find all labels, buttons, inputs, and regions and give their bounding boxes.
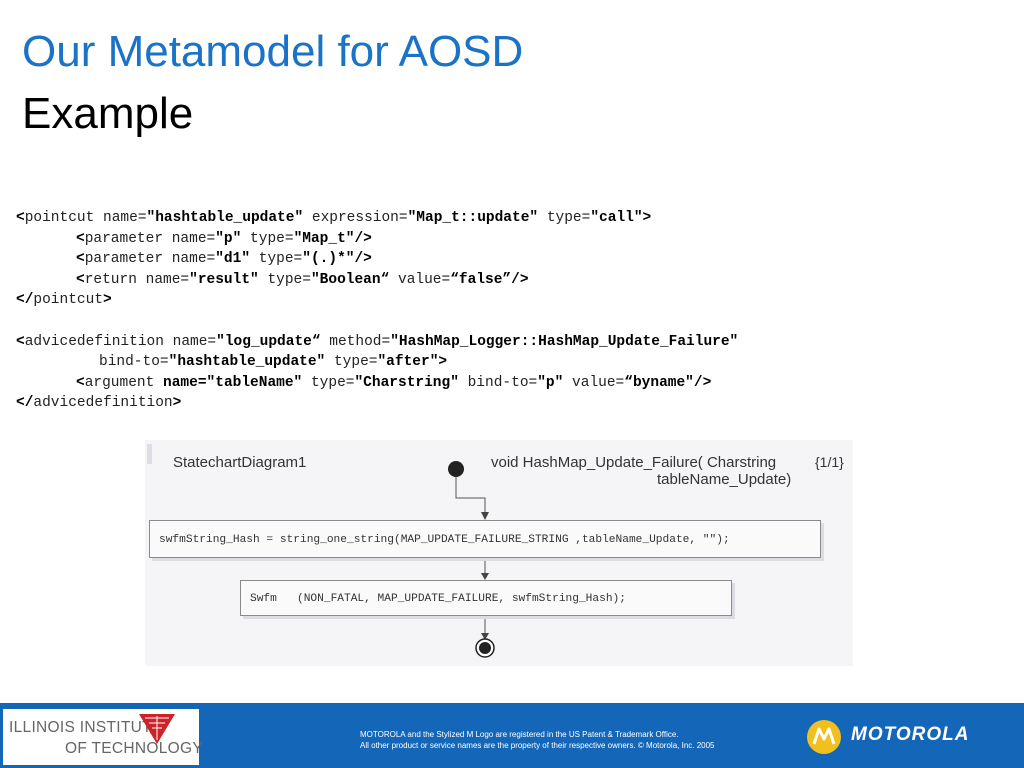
action-box-swfm: Swfm (NON_FATAL, MAP_UPDATE_FAILURE, swf…	[240, 580, 732, 616]
arrowhead	[481, 633, 489, 640]
code-token: "Map_t::update"	[407, 210, 539, 226]
code-token: argument	[84, 374, 164, 391]
code-token: "p"	[215, 230, 242, 247]
procedure-signature: void HashMap_Update_Failure( Charstring	[491, 454, 777, 471]
code-line: </pointcut>	[16, 290, 738, 311]
code-token: <	[76, 271, 85, 288]
code-token: “false”/>	[450, 271, 529, 288]
xml-code-block: <pointcut name="hashtable_update" expres…	[16, 208, 738, 414]
code-line: <parameter name="p" type="Map_t"/>	[16, 229, 738, 250]
slide-title: Our Metamodel for AOSD	[22, 27, 524, 76]
code-token: "result"	[189, 271, 259, 288]
arrowhead	[481, 512, 489, 520]
code-token: "Map_t"/>	[293, 230, 372, 247]
code-token: "Charstring"	[354, 374, 459, 391]
code-token: parameter name=	[84, 230, 216, 247]
motorola-m-icon	[807, 720, 841, 754]
code-token: type=	[250, 251, 303, 268]
iit-logo-text: OF TECHNOLOGY	[65, 740, 203, 757]
code-token: >	[172, 395, 182, 412]
procedure-signature-cont: tableName_Update)	[657, 471, 792, 488]
footer-bar: ILLINOIS INSTITUTE OF TECHNOLOGY MOTOROL…	[0, 703, 1024, 768]
code-token: <	[16, 210, 25, 226]
diagram-name: StatechartDiagram1	[173, 454, 307, 471]
code-token: pointcut	[33, 292, 104, 309]
code-token: “byname"/>	[624, 374, 712, 391]
arrowhead	[481, 573, 489, 580]
initial-state	[448, 461, 464, 477]
legal-line: MOTOROLA and the Stylized M Logo are reg…	[360, 730, 679, 739]
code-token: <	[76, 230, 85, 247]
code-token: type=	[302, 374, 355, 391]
code-token: expression=	[303, 210, 408, 226]
code-line: bind-to="hashtable_update" type="after">	[16, 352, 738, 373]
slide-subtitle: Example	[22, 89, 194, 138]
code-token: "call">	[590, 210, 652, 226]
code-token: "(.)*"/>	[302, 251, 372, 268]
legal-notice: MOTOROLA and the Stylized M Logo are reg…	[360, 730, 715, 751]
code-token: </	[16, 292, 34, 309]
code-line: <pointcut name="hashtable_update" expres…	[16, 208, 738, 229]
code-token: <	[76, 374, 85, 391]
code-token: "log_update“	[216, 333, 321, 350]
code-token: "hashtable_update"	[168, 354, 326, 371]
code-token: "after">	[377, 354, 448, 371]
code-token: >	[103, 292, 112, 309]
diagram-connectors	[448, 461, 495, 658]
legal-line: All other product or service names are t…	[360, 740, 715, 750]
code-token: <	[16, 333, 25, 350]
statechart-diagram: StatechartDiagram1 void HashMap_Update_F…	[145, 440, 853, 666]
code-token: bind-to=	[458, 374, 538, 391]
code-token: "Boolean“	[310, 271, 390, 288]
code-token: method=	[320, 333, 391, 350]
code-token: <	[76, 251, 85, 268]
page-indicator: {1/1}	[815, 454, 844, 470]
iit-shield-icon	[139, 714, 175, 744]
motorola-wordmark: MOTOROLA	[851, 724, 970, 745]
code-line: <advicedefinition name="log_update“ meth…	[16, 332, 738, 353]
code-token: "HashMap_Logger::HashMap_Update_Failure"	[390, 333, 739, 350]
final-state-core	[479, 642, 491, 654]
code-line: <return name="result" type="Boolean“ val…	[16, 270, 738, 291]
code-token: bind-to=	[99, 354, 169, 371]
code-token: type=	[241, 230, 294, 247]
code-token: type=	[538, 210, 591, 226]
code-token: value=	[563, 374, 625, 391]
code-token: return name=	[84, 271, 190, 288]
iit-logo-text: ILLINOIS INSTITUTE	[9, 719, 163, 736]
code-token: name="tableName"	[163, 374, 303, 391]
code-token: advicedefinition name=	[24, 333, 217, 350]
code-token: pointcut name=	[24, 210, 147, 226]
code-token: advicedefinition	[33, 395, 173, 412]
code-token: </	[16, 395, 34, 412]
diagram-edge-mark	[147, 444, 152, 464]
iit-logo: ILLINOIS INSTITUTE OF TECHNOLOGY	[3, 709, 203, 765]
code-token: type=	[325, 354, 378, 371]
action-box-hash: swfmString_Hash = string_one_string(MAP_…	[149, 520, 821, 558]
code-token: parameter name=	[84, 251, 216, 268]
code-token: type=	[258, 271, 311, 288]
code-token: "d1"	[215, 251, 251, 268]
code-token: "p"	[537, 374, 564, 391]
code-line: <parameter name="d1" type="(.)*"/>	[16, 249, 738, 270]
code-token: value=	[389, 271, 451, 288]
code-line: <argument name="tableName" type="Charstr…	[16, 373, 738, 394]
code-blank-line	[16, 311, 738, 332]
transition-arrow	[455, 477, 486, 514]
code-token: "hashtable_update"	[146, 210, 304, 226]
code-line: </advicedefinition>	[16, 393, 738, 414]
